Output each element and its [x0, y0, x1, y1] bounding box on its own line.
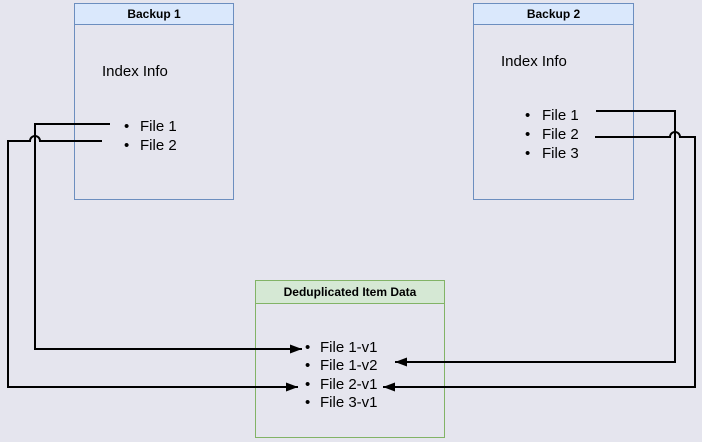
backup1-file-1: File 1: [124, 117, 177, 136]
backup2-file-3: File 3: [525, 144, 579, 163]
dedup-file-3-v1: File 3-v1: [305, 394, 378, 412]
backup2-file-1: File 1: [525, 106, 579, 125]
backup2-title: Backup 2: [474, 4, 633, 25]
backup1-file-2: File 2: [124, 136, 177, 155]
backup2-box: Backup 2 Index Info File 1 File 2 File 3: [473, 3, 634, 200]
dedup-file-1-v1: File 1-v1: [305, 339, 378, 357]
dedup-title: Deduplicated Item Data: [256, 281, 444, 304]
backup1-box: Backup 1 Index Info File 1 File 2: [74, 3, 234, 200]
backup1-index-info-label: Index Info: [102, 63, 168, 80]
dedup-item-list: File 1-v1 File 1-v2 File 2-v1 File 3-v1: [305, 339, 378, 413]
backup2-index-info-label: Index Info: [501, 53, 567, 70]
dedup-file-2-v1: File 2-v1: [305, 376, 378, 394]
dedup-file-1-v2: File 1-v2: [305, 357, 378, 375]
backup2-file-2: File 2: [525, 125, 579, 144]
backup1-file-list: File 1 File 2: [124, 117, 177, 155]
backup1-title: Backup 1: [75, 4, 233, 25]
backup2-file-list: File 1 File 2 File 3: [525, 106, 579, 163]
deduplicated-item-data-box: Deduplicated Item Data File 1-v1 File 1-…: [255, 280, 445, 438]
